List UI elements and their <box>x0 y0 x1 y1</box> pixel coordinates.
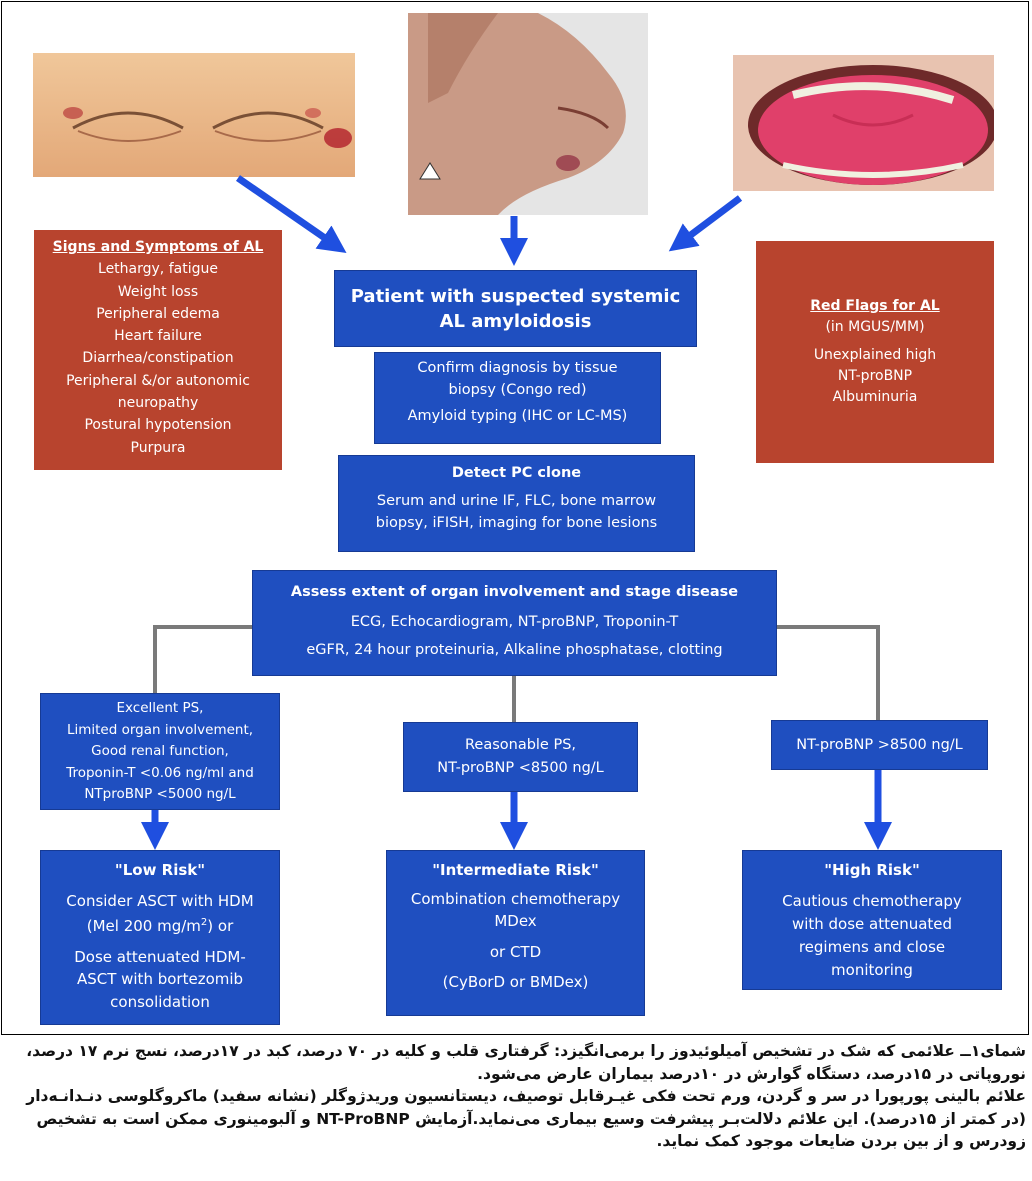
high-risk-line: monitoring <box>831 961 913 979</box>
intermediate-risk-line: (CyBorD or BMDex) <box>442 973 589 991</box>
intermediate-risk-line: MDex <box>494 912 537 930</box>
intermediate-risk-box: "Intermediate Risk" Combination chemothe… <box>386 850 645 1016</box>
detect-line: Serum and urine IF, FLC, bone marrow <box>376 493 657 509</box>
signs-item: Postural hypotension <box>84 417 232 434</box>
criteria-line: NT-proBNP <8500 ng/L <box>437 760 604 776</box>
detect-title: Detect PC clone <box>451 465 582 481</box>
neck-swelling-photo <box>408 13 648 215</box>
high-risk-line: Cautious chemotherapy <box>782 892 962 910</box>
confirm-diagnosis-box: Confirm diagnosis by tissue biopsy (Cong… <box>374 352 661 444</box>
connector-right-branch <box>777 625 880 720</box>
confirm-line: biopsy (Congo red) <box>448 381 587 398</box>
patient-line: AL amyloidosis <box>439 311 592 332</box>
red-flags-subtitle: (in MGUS/MM) <box>825 319 925 335</box>
figure-caption: شمای۱ــ علائمی که شک در تشخیص آمیلوئیدوز… <box>6 1040 1026 1153</box>
assess-line: ECG, Echocardiogram, NT-proBNP, Troponin… <box>350 614 679 630</box>
high-risk-box: "High Risk" Cautious chemotherapy with d… <box>742 850 1002 990</box>
low-risk-line: Dose attenuated HDM- <box>74 947 246 966</box>
intermediate-risk-line: or CTD <box>489 942 542 961</box>
confirm-line: Amyloid typing (IHC or LC-MS) <box>407 408 628 424</box>
macroglossia-tongue-photo <box>733 55 994 191</box>
criteria-line: NT-proBNP >8500 ng/L <box>796 737 963 753</box>
signs-title: Signs and Symptoms of AL <box>52 239 264 255</box>
criteria-line: Good renal function, <box>91 743 229 759</box>
arrow-eyes-to-patient <box>236 175 347 253</box>
red-flag-item: Albuminuria <box>832 389 918 405</box>
signs-item: Lethargy, fatigue <box>98 261 218 278</box>
flow-connectors <box>141 175 892 850</box>
high-risk-line: regimens and close <box>798 938 946 956</box>
red-flag-item: NT-proBNP <box>837 368 913 384</box>
high-risk-title: "High Risk" <box>824 861 920 879</box>
patient-line: Patient with suspected systemic <box>350 286 681 307</box>
caption-paragraph: علائم بالینی پورپورا در سر و گردن، ورم ت… <box>26 1087 1026 1150</box>
criteria-line: Limited organ involvement, <box>66 721 254 738</box>
signs-symptoms-box: Signs and Symptoms of AL Lethargy, fatig… <box>34 230 282 470</box>
red-flag-item: Unexplained high <box>813 347 937 363</box>
intermediate-risk-criteria-box: Reasonable PS, NT-proBNP <8500 ng/L <box>403 722 638 792</box>
intermediate-risk-title: "Intermediate Risk" <box>432 861 599 879</box>
assess-organ-box: Assess extent of organ involvement and s… <box>252 570 777 676</box>
periorbital-purpura-photo <box>33 53 355 177</box>
signs-item: Weight loss <box>117 283 199 300</box>
confirm-line: Confirm diagnosis by tissue <box>417 360 618 376</box>
signs-item: Peripheral &/or autonomic <box>66 372 250 389</box>
connector-left-branch <box>153 625 252 693</box>
detect-line: biopsy, iFISH, imaging for bone lesions <box>375 515 658 531</box>
low-risk-line: (Mel 200 mg/m2) or <box>86 917 234 935</box>
criteria-line: NTproBNP <5000 ng/L <box>84 786 236 802</box>
red-flags-title: Red Flags for AL <box>810 298 940 314</box>
intermediate-risk-line: Combination chemotherapy <box>410 889 621 908</box>
signs-item: Peripheral edema <box>96 305 220 322</box>
high-risk-line: with dose attenuated <box>791 915 953 933</box>
criteria-line: Excellent PS, <box>116 700 204 716</box>
low-risk-criteria-box: Excellent PS, Limited organ involvement,… <box>40 693 280 810</box>
low-risk-line: ASCT with bortezomib <box>76 970 244 988</box>
low-risk-line: consolidation <box>110 992 210 1011</box>
signs-item: Purpura <box>130 439 186 456</box>
arrow-tongue-to-patient <box>668 195 743 252</box>
signs-item: Diarrhea/constipation <box>82 350 234 367</box>
assess-title: Assess extent of organ involvement and s… <box>290 584 739 600</box>
signs-item: neuropathy <box>117 395 199 412</box>
patient-suspected-box: Patient with suspected systemic AL amylo… <box>334 270 697 347</box>
assess-line: eGFR, 24 hour proteinuria, Alkaline phos… <box>306 642 723 658</box>
detect-pc-clone-box: Detect PC clone Serum and urine IF, FLC,… <box>338 455 695 552</box>
low-risk-title: "Low Risk" <box>114 861 206 879</box>
red-flags-box: Red Flags for AL (in MGUS/MM) Unexplaine… <box>756 241 994 463</box>
criteria-line: Reasonable PS, <box>464 737 577 753</box>
low-risk-line: Consider ASCT with HDM <box>66 891 254 910</box>
caption-paragraph: شمای۱ــ علائمی که شک در تشخیص آمیلوئیدوز… <box>26 1042 1026 1083</box>
low-risk-box: "Low Risk" Consider ASCT with HDM (Mel 2… <box>40 850 280 1025</box>
signs-item: Heart failure <box>114 328 202 345</box>
high-risk-criteria-box: NT-proBNP >8500 ng/L <box>771 720 988 770</box>
figure-frame <box>1 1 1029 1035</box>
criteria-line: Troponin-T <0.06 ng/ml and <box>66 764 254 781</box>
